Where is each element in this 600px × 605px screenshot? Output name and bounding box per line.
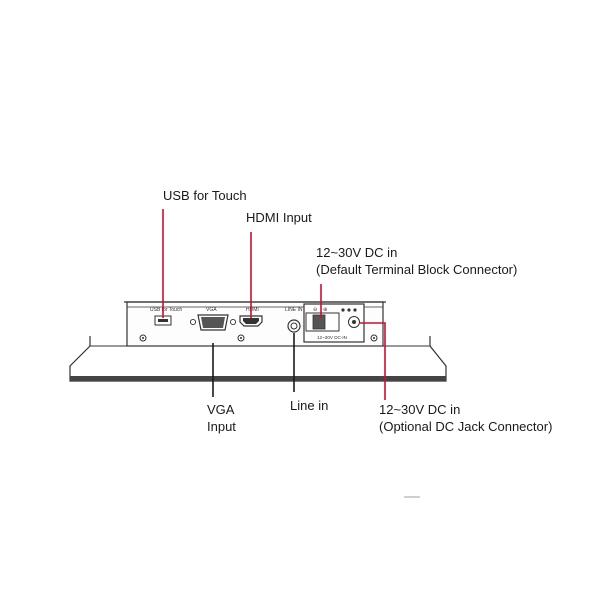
callout-vga-line1: VGA [207, 402, 235, 417]
status-dots-icon [341, 308, 357, 312]
io-panel: USB for Touch VGA HDMI LINE IN [124, 301, 386, 347]
vga-panel-label: VGA [206, 307, 217, 313]
callout-usb-touch: USB for Touch [163, 188, 247, 203]
audio-jack-icon [287, 319, 301, 333]
callout-dc-jack-line1: 12~30V DC in [379, 402, 461, 417]
leader-dc-jack [360, 322, 386, 400]
screw-icon [370, 334, 378, 342]
callout-dc-jack: 12~30V DC in (Optional DC Jack Connector… [379, 401, 552, 435]
callout-line-in: Line in [290, 398, 329, 413]
dc-jack-icon [348, 316, 360, 328]
callout-dc-jack-line2: (Optional DC Jack Connector) [379, 419, 553, 434]
bezel-bottom-edge [70, 376, 446, 381]
hdmi-port-icon [239, 315, 263, 327]
terminal-minus-symbol: ⊖ [313, 307, 317, 313]
callout-dc-terminal-line2: (Default Terminal Block Connector) [316, 262, 518, 277]
screw-icon [237, 334, 245, 342]
dc-in-panel-label: 12~30V DC-IN [317, 335, 347, 340]
callout-dc-terminal: 12~30V DC in (Default Terminal Block Con… [316, 244, 517, 278]
terminal-block-icon [305, 312, 340, 332]
leader-lines-lower [212, 333, 295, 397]
line-in-panel-label: LINE IN [285, 307, 303, 313]
terminal-plus-symbol: ⊕ [323, 307, 327, 313]
leader-lines [162, 209, 386, 400]
dc-in-module: ⊖ ⊕ 12~30V DC-IN [303, 303, 365, 343]
callout-vga-line2: Input [207, 419, 236, 434]
screw-icon [139, 334, 147, 342]
usb-panel-label: USB for Touch [150, 307, 182, 313]
callout-dc-terminal-line1: 12~30V DC in [316, 245, 398, 260]
hdmi-panel-label: HDMI [246, 307, 259, 313]
vga-port-icon [189, 314, 237, 331]
callout-vga-input: VGA Input [207, 401, 236, 435]
callout-hdmi-input: HDMI Input [246, 210, 312, 225]
